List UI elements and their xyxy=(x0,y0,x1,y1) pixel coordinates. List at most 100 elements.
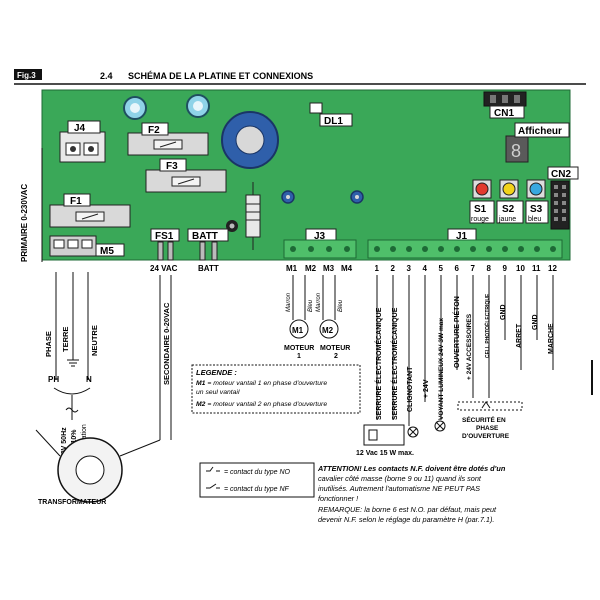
j1-screw-1 xyxy=(374,246,380,252)
motor-2-symbol xyxy=(319,319,339,339)
afficheur-tag xyxy=(514,122,570,138)
indicator-cross-2 xyxy=(435,421,445,431)
dl1-led xyxy=(309,102,323,114)
cn2-label: CN2 xyxy=(551,169,571,180)
j1-screw-7 xyxy=(470,246,476,252)
j3-term-m2: M2 xyxy=(305,264,317,273)
lamp-spec: 12 Vac 15 W max. xyxy=(356,450,414,457)
s3-tag xyxy=(525,200,549,224)
s2-color-label: jaune xyxy=(498,216,516,223)
m5-label: M5 xyxy=(100,246,114,257)
j1-screw-3 xyxy=(406,246,412,252)
moteur-1-number: 1 xyxy=(297,353,301,360)
remarque-line-1: REMARQUE: la borne 6 est N.O. par défaut… xyxy=(318,505,497,514)
j1-screws xyxy=(374,246,556,252)
legend-m1-desc: = moteur vantail 1 en phase d'ouverture xyxy=(205,380,327,387)
j1-screw-12 xyxy=(550,246,556,252)
cn2-tag xyxy=(547,166,579,180)
j1-term-11: 11 xyxy=(532,264,541,273)
moteur-2-number: 2 xyxy=(334,353,338,360)
motor-1-label: M1 xyxy=(292,326,304,335)
cn1-label: CN1 xyxy=(494,108,514,119)
electric-lock-detail xyxy=(368,429,378,441)
j3-term-m1: M1 xyxy=(286,264,298,273)
j1-term-9: 9 xyxy=(503,264,508,273)
transformer-core xyxy=(75,455,105,485)
j1-screw-11 xyxy=(534,246,540,252)
s1-rouge-button xyxy=(475,182,489,196)
capacitor-1-inner xyxy=(286,195,290,199)
m5-term-n: N xyxy=(82,261,88,270)
securite-2: PHASE xyxy=(476,425,499,432)
moteur-2-title: MOTEUR xyxy=(320,345,350,352)
fs1-pin-1 xyxy=(157,241,164,261)
fuse-f1-wire xyxy=(81,213,99,220)
cellule-label: CELL PHOTOÉLECTRIQUE xyxy=(483,293,491,358)
section-number: 2.4 xyxy=(100,71,113,81)
remarque-line-2: devenir N.F. selon le réglage du paramèt… xyxy=(318,515,494,524)
contact-nf-icon xyxy=(206,483,220,489)
safety-contact xyxy=(481,401,491,409)
marche-label: MARCHE xyxy=(548,323,555,354)
terre-label: TERRE xyxy=(61,327,70,352)
s3-bleu-button xyxy=(529,182,543,196)
j3-label: J3 xyxy=(314,231,326,242)
j3-term-m4: M4 xyxy=(341,264,353,273)
s2-tag xyxy=(496,200,524,224)
secondaire-label: SECONDAIRE 0-20VAC xyxy=(162,302,171,385)
fs1-voltage: 24 VAC xyxy=(150,264,178,273)
contact-no-icon xyxy=(206,466,220,472)
j1-term-8: 8 xyxy=(487,264,492,273)
moteur-1-title: MOTEUR xyxy=(284,345,314,352)
legend-line-2: M2 = moteur vantail 2 en phase d'ouvertu… xyxy=(196,401,327,408)
supply-voltage: 230V 50Hz xyxy=(61,427,68,462)
fs1-label: FS1 xyxy=(155,231,174,242)
j3-term-m3: M3 xyxy=(323,264,335,273)
primaire-label: PRIMAIRE 0-230VAC xyxy=(20,184,29,262)
contact-nf-label: = contact du type NF xyxy=(224,486,290,493)
j1-screw-8 xyxy=(486,246,492,252)
accessoires-label: + 24V ACCESSOIRES xyxy=(466,313,473,380)
fuse-f2-wire xyxy=(159,141,177,148)
f1-label: F1 xyxy=(70,196,82,207)
j4-tag xyxy=(67,120,101,134)
j1-term-10: 10 xyxy=(516,264,525,273)
capacitor-2-inner xyxy=(355,195,359,199)
pieton-label: OUVERTURE PIÉTON xyxy=(452,296,461,368)
ac-symbol xyxy=(65,407,79,413)
j1-term-4: 4 xyxy=(423,264,428,273)
j1-term-1: 1 xyxy=(375,264,380,273)
earth-symbol xyxy=(67,359,79,367)
cn1-pin-3 xyxy=(514,95,520,103)
j3-terminal-block xyxy=(283,239,357,259)
m5-term-l: L xyxy=(52,261,57,270)
j1-term-5: 5 xyxy=(439,264,444,273)
attention-line-4: fonctionner ! xyxy=(318,494,358,503)
f3-label: F3 xyxy=(166,161,178,172)
batt-board-label: BATT xyxy=(192,231,218,242)
fig-label: Fig.3 xyxy=(17,71,36,80)
transformer-primary-lead xyxy=(35,429,61,457)
blinker-cross-2 xyxy=(408,427,418,437)
s2-jaune-button xyxy=(502,182,516,196)
legend-title: LEGENDE : xyxy=(196,368,237,377)
cn2-header xyxy=(550,180,570,230)
serrure-1-label: SERRURE ÉLECTROMÉCANIQUE xyxy=(374,307,383,420)
afficheur-label: Afficheur xyxy=(518,126,562,137)
fs1-pin-2 xyxy=(167,241,174,261)
transformer-secondary-lead xyxy=(119,439,161,457)
j3-screws xyxy=(290,246,350,252)
j1-screw-10 xyxy=(518,246,524,252)
legend-m2: M2 xyxy=(196,401,206,408)
j1-screw-2 xyxy=(390,246,396,252)
neutre-label: NEUTRE xyxy=(90,325,99,356)
batt-pin-1 xyxy=(199,241,206,261)
j4-screw-2 xyxy=(88,146,94,152)
m5-term-earth: ⏚ xyxy=(66,261,74,270)
batt-bottom-label: BATT xyxy=(198,264,219,273)
fuse-f3-wire xyxy=(177,178,195,185)
cn1-pin-2 xyxy=(502,95,508,103)
j1-term-7: 7 xyxy=(471,264,476,273)
j1-term-12: 12 xyxy=(548,264,557,273)
